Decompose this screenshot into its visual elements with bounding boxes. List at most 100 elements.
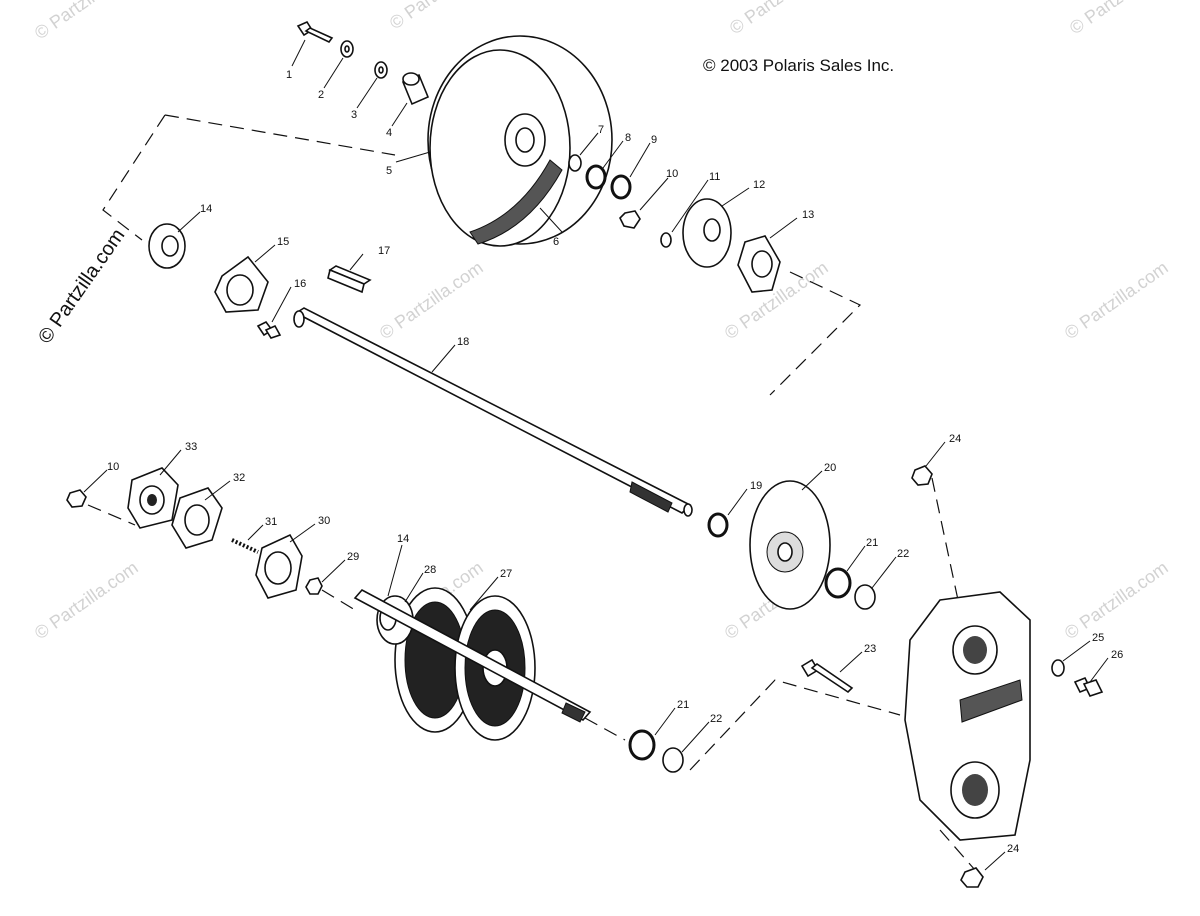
upper-left-dash xyxy=(164,114,396,156)
shaft-splines xyxy=(629,481,673,513)
callout-18: 18 xyxy=(457,336,469,348)
o-ring-part-8 xyxy=(585,164,607,190)
lock-washer-part-3 xyxy=(374,61,388,79)
nut-part-10 xyxy=(619,210,641,229)
nut-part-24-bottom xyxy=(960,867,984,888)
watermark: © Partzilla.com xyxy=(386,0,497,33)
watermark: © Partzilla.com xyxy=(726,0,837,38)
nut-part-29 xyxy=(305,577,323,595)
callout-7: 7 xyxy=(598,124,604,136)
washer-part-7 xyxy=(568,154,582,172)
callout-32: 32 xyxy=(233,472,245,484)
callout-24: 24 xyxy=(949,433,961,445)
bearing-part-14 xyxy=(148,223,186,269)
callout-10-lower: 10 xyxy=(107,461,119,473)
watermark: © Partzilla.com xyxy=(31,557,142,643)
drive-sprockets-part-27 xyxy=(394,587,536,741)
callout-9: 9 xyxy=(651,134,657,146)
drive-shaft-splines xyxy=(561,702,586,723)
callout-3: 3 xyxy=(351,109,357,121)
watermark: © Partzilla.com xyxy=(1061,257,1172,343)
right-case-dash-bottom xyxy=(939,829,976,871)
callout-23: 23 xyxy=(864,643,876,655)
callout-30: 30 xyxy=(318,515,330,527)
watermark: © Partzilla.com xyxy=(376,257,487,343)
side-watermark: © Partzilla.com xyxy=(34,225,129,348)
shaft-tip-dash xyxy=(584,717,626,741)
callout-12: 12 xyxy=(753,179,765,191)
upper-shaft-alignment-line xyxy=(102,114,166,241)
washer-part-2 xyxy=(340,40,354,58)
callout-27: 27 xyxy=(500,568,512,580)
flange-part-15 xyxy=(214,255,269,313)
callout-1: 1 xyxy=(286,69,292,81)
right-case-dash-top xyxy=(931,477,959,601)
cap-part-22 xyxy=(854,584,876,610)
callout-19: 19 xyxy=(750,480,762,492)
callout-22-lower: 22 xyxy=(710,713,722,725)
gasket-part-32 xyxy=(171,487,223,549)
nut-part-10-lower xyxy=(66,489,87,508)
callout-13: 13 xyxy=(802,209,814,221)
callout-17: 17 xyxy=(378,245,390,257)
callout-8: 8 xyxy=(625,132,631,144)
callout-4: 4 xyxy=(386,127,392,139)
callout-14: 14 xyxy=(200,203,212,215)
callout-29: 29 xyxy=(347,551,359,563)
bushing-part-4 xyxy=(401,72,430,106)
callout-10: 10 xyxy=(666,168,678,180)
washer-part-11 xyxy=(660,232,672,248)
cap-part-22-lower xyxy=(662,747,684,773)
callout-33: 33 xyxy=(185,441,197,453)
key-part-17-side xyxy=(327,268,365,294)
chain-part-6 xyxy=(469,159,563,245)
bolt-part-1 xyxy=(296,20,334,44)
gear-part-5 xyxy=(427,35,613,247)
bearing-part-21-lower xyxy=(628,729,656,761)
watermark: © Partzilla.com xyxy=(1061,557,1172,643)
callout-11: 11 xyxy=(709,171,720,183)
callout-14-lower: 14 xyxy=(397,533,409,545)
drive-shaft xyxy=(353,588,592,723)
watermark: © Partzilla.com xyxy=(31,0,142,43)
leader-lines xyxy=(83,39,1109,871)
bearing-part-21 xyxy=(824,567,852,599)
callout-15: 15 xyxy=(277,236,289,248)
callout-6: 6 xyxy=(553,236,559,248)
callout-21-lower: 21 xyxy=(677,699,689,711)
cover-plate-part-33 xyxy=(127,467,179,529)
alignment-lines xyxy=(87,114,976,871)
callout-31: 31 xyxy=(265,516,277,528)
callout-21: 21 xyxy=(866,537,878,549)
flange-part-13 xyxy=(737,235,781,293)
callout-5: 5 xyxy=(386,165,392,177)
chaincase-rib xyxy=(959,679,1023,723)
shaft-part-18 xyxy=(293,307,693,517)
washer-part-25 xyxy=(1051,659,1065,677)
disc-part-20 xyxy=(749,480,831,610)
bolt23-dash xyxy=(689,679,901,771)
flange-part-30 xyxy=(255,533,303,599)
bolt-part-16 xyxy=(256,320,282,339)
upper-assembly xyxy=(148,20,876,610)
bolt-part-23 xyxy=(800,658,854,694)
watermark: © Partzilla.com xyxy=(1066,0,1177,38)
lower-assembly xyxy=(66,467,854,773)
spring-part-31 xyxy=(231,538,259,554)
callout-16: 16 xyxy=(294,278,306,290)
chaincase-housing xyxy=(904,465,1104,888)
callout-28: 28 xyxy=(424,564,436,576)
callout-2: 2 xyxy=(318,89,324,101)
callout-25: 25 xyxy=(1092,632,1104,644)
callout-24-lower: 24 xyxy=(1007,843,1019,855)
o-ring-part-9 xyxy=(610,174,632,200)
o-ring-part-19 xyxy=(707,512,729,538)
callout-20: 20 xyxy=(824,462,836,474)
upper-right-dash xyxy=(769,271,862,396)
callout-26: 26 xyxy=(1111,649,1123,661)
lower-mid-dash xyxy=(321,589,356,611)
lower-left-dash xyxy=(87,504,136,526)
bolt-part-26 xyxy=(1073,676,1104,697)
